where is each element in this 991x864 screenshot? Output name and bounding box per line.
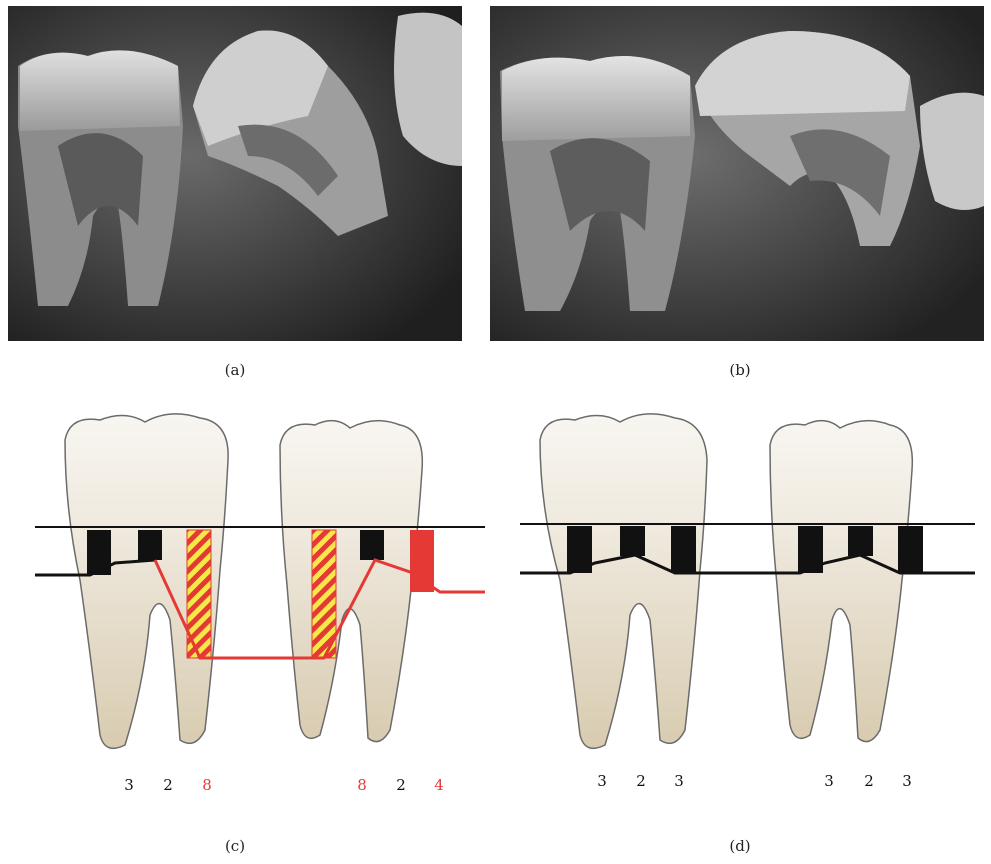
tooth-1 (540, 414, 707, 749)
caption-d: (d) (710, 837, 770, 855)
probe-bar-2-3 (410, 530, 434, 592)
d-num-2-2: 2 (859, 772, 879, 790)
c-num-2-2: 2 (391, 776, 411, 794)
diagram-c-drawing (30, 400, 490, 770)
probe-bar-1-2 (138, 530, 162, 560)
diagram-c (30, 400, 490, 770)
tooth-2 (770, 421, 912, 742)
caption-b: (b) (710, 361, 770, 379)
d-num-2-1: 3 (819, 772, 839, 790)
tooth-2 (280, 421, 422, 742)
probe-bar-2-3 (898, 526, 923, 573)
caption-a: (a) (205, 361, 265, 379)
d-num-1-2: 2 (631, 772, 651, 790)
diagram-d-drawing (515, 400, 985, 770)
probe-bar-1-3 (671, 526, 696, 573)
probe-bar-2-2 (360, 530, 384, 560)
c-num-1-1: 3 (119, 776, 139, 794)
probe-bar-1-1 (87, 530, 111, 575)
probe-bar-2-2 (848, 526, 873, 556)
radiograph-a (8, 6, 462, 341)
c-num-1-2: 2 (158, 776, 178, 794)
radiograph-b (490, 6, 984, 341)
probe-bar-2-1 (798, 526, 823, 573)
probe-bar-1-1 (567, 526, 592, 573)
d-num-2-3: 3 (897, 772, 917, 790)
caption-c: (c) (205, 837, 265, 855)
radiograph-b-image (490, 6, 984, 341)
probe-bar-1-2 (620, 526, 645, 556)
radiograph-a-image (8, 6, 462, 341)
c-num-2-1: 8 (352, 776, 372, 794)
diagram-d (515, 400, 985, 770)
d-num-1-1: 3 (592, 772, 612, 790)
d-num-1-3: 3 (669, 772, 689, 790)
c-num-1-3: 8 (197, 776, 217, 794)
c-num-2-3: 4 (429, 776, 449, 794)
